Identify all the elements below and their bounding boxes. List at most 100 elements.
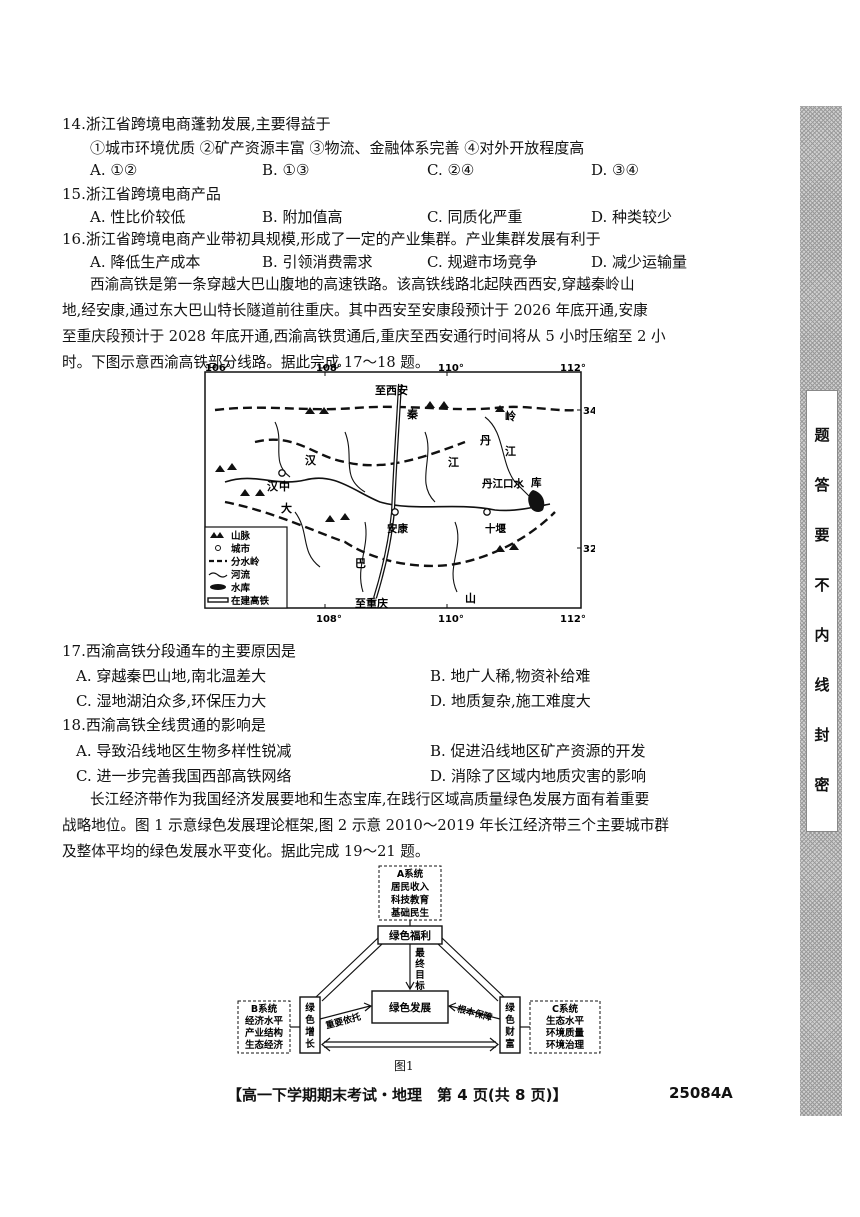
q14-option-d: D. ③④ xyxy=(591,161,639,179)
green-growth-char: 绿 xyxy=(305,1002,315,1014)
watershed-line xyxy=(254,438,466,467)
label-shan: 山 xyxy=(465,591,476,605)
q15-option-c: C. 同质化严重 xyxy=(427,208,523,226)
river xyxy=(294,511,321,568)
map-top-tick: 108° xyxy=(316,363,342,374)
q15-option-d: D. 种类较少 xyxy=(591,208,673,226)
green-wealth-box xyxy=(499,996,521,1054)
map-bottom-tick: 110° xyxy=(438,614,464,625)
watershed-line xyxy=(214,405,578,412)
green-growth-char: 长 xyxy=(305,1038,315,1050)
label-ankang: 安康 xyxy=(387,522,408,535)
green-development-label: 绿色发展 xyxy=(389,1001,431,1014)
city-ankang xyxy=(391,508,399,516)
han-river xyxy=(224,477,551,512)
figure-caption: 图1 xyxy=(394,1059,414,1073)
green-wealth-char: 富 xyxy=(505,1038,515,1050)
q15-stem: 15.浙江省跨境电商产品 xyxy=(62,185,221,203)
q17-option-c: C. 湿地湖泊众多,环保压力大 xyxy=(76,692,267,710)
label-danjiangkou: 丹江口水 xyxy=(482,477,524,490)
label-jiang2: 江 xyxy=(505,444,516,458)
q16-option-c: C. 规避市场竞争 xyxy=(427,253,538,271)
q16-option-d: D. 减少运输量 xyxy=(591,253,688,271)
passage1-line: 西渝高铁是第一条穿越大巴山腹地的高速铁路。该高铁线路北起陕西西安,穿越秦岭山 xyxy=(90,276,635,293)
seal-char: 不 xyxy=(814,576,830,594)
label-jiang: 江 xyxy=(448,455,459,469)
passage-xiyu-railway: 西渝高铁是第一条穿越大巴山腹地的高速铁路。该高铁线路北起陕西西安,穿越秦岭山 地… xyxy=(62,272,742,376)
q18-option-d: D. 消除了区域内地质灾害的影响 xyxy=(430,767,647,785)
legend-label: 河流 xyxy=(231,569,251,581)
label-han: 汉 xyxy=(305,453,317,467)
c-system-item: 环境质量 xyxy=(546,1027,585,1039)
c-system-box xyxy=(529,1000,601,1054)
label-qin: 秦 xyxy=(406,407,419,421)
final-goal-char: 最 xyxy=(415,947,425,959)
seal-char: 线 xyxy=(814,676,830,694)
passage2-line: 长江经济带作为我国经济发展要地和生态宝库,在践行区域高质量绿色发展方面有着重要 xyxy=(90,791,650,808)
river xyxy=(424,431,436,503)
label-ku: 库 xyxy=(531,476,542,489)
legend-label: 山脉 xyxy=(231,530,251,542)
q16-option-a: A. 降低生产成本 xyxy=(90,253,201,271)
final-goal-char: 终 xyxy=(414,958,425,970)
map-top-tick: 106° xyxy=(205,363,231,374)
q17-stem: 17.西渝高铁分段通车的主要原因是 xyxy=(62,642,296,660)
legend-label: 在建高铁 xyxy=(231,595,270,607)
label-hanzhong-1: 汉 xyxy=(267,479,279,493)
green-growth-box xyxy=(299,996,321,1054)
q18-option-a: A. 导致沿线地区生物多样性锐减 xyxy=(76,742,292,760)
q17-option-d: D. 地质复杂,施工难度大 xyxy=(430,692,591,710)
label-shiyan: 十堰 xyxy=(485,522,506,535)
label-dan: 丹 xyxy=(480,434,491,447)
passage1-line: 时。下图示意西渝高铁部分线路。据此完成 17～18 题。 xyxy=(62,354,430,371)
passage1-line: 至重庆段预计于 2028 年底开通,西渝高铁贯通后,重庆至西安通行时间将从 5 … xyxy=(62,328,666,345)
c-system-item: 生态水平 xyxy=(546,1015,585,1027)
river-icon xyxy=(208,572,228,578)
final-goal-char: 目 xyxy=(415,970,425,981)
river xyxy=(360,521,367,593)
green-wealth-char: 财 xyxy=(504,1026,515,1038)
river xyxy=(344,431,366,493)
city-shiyan xyxy=(483,508,491,516)
label-da: 大 xyxy=(281,501,292,515)
label-to-xian: 至西安 xyxy=(375,383,408,397)
important-support-label: 重要依托 xyxy=(324,1011,362,1032)
railway-line-outer xyxy=(373,383,402,599)
seal-char: 内 xyxy=(814,626,830,644)
q18-option-b: B. 促进沿线地区矿产资源的开发 xyxy=(430,742,646,760)
green-growth-char: 色 xyxy=(305,1014,315,1026)
seal-char: 答 xyxy=(814,476,830,494)
mountain-symbols xyxy=(215,401,519,552)
passage2-line: 及整体平均的绿色发展水平变化。据此完成 19～21 题。 xyxy=(62,843,430,860)
map-bottom-tick: 112° xyxy=(560,614,586,625)
a-system-item: 科技教育 xyxy=(391,894,430,906)
label-hanzhong-2: 中 xyxy=(279,479,290,493)
green-wealth-char: 绿 xyxy=(505,1002,515,1014)
q18-stem: 18.西渝高铁全线贯通的影响是 xyxy=(62,716,266,734)
railway-map: 106° 108° 110° 112° 108° 110° 112° 34° 3… xyxy=(204,363,595,625)
map-bottom-tick: 108° xyxy=(316,614,342,625)
c-system-item: 环境治理 xyxy=(546,1039,585,1051)
a-system-box xyxy=(378,865,442,921)
river xyxy=(452,521,459,593)
q17-option-a: A. 穿越秦巴山地,南北温差大 xyxy=(76,667,267,685)
seal-char: 密 xyxy=(814,776,830,794)
q15-option-b: B. 附加值高 xyxy=(262,208,343,226)
green-growth-char: 增 xyxy=(305,1026,315,1038)
paper-code: 25084A xyxy=(669,1084,733,1102)
q16-option-b: B. 引领消费需求 xyxy=(262,253,373,271)
map-lat-tick: 32° xyxy=(583,544,595,555)
passage2-line: 战略地位。图 1 示意绿色发展理论框架,图 2 示意 2010～2019 年长江… xyxy=(62,817,669,834)
q18-option-c: C. 进一步完善我国西部高铁网络 xyxy=(76,767,292,785)
a-system-title: A系统 xyxy=(397,868,424,880)
a-system-item: 居民收入 xyxy=(391,881,430,893)
q16-stem: 16.浙江省跨境电商产业带初具规模,形成了一定的产业集群。产业集群发展有利于 xyxy=(62,230,601,248)
legend-label: 城市 xyxy=(231,543,251,555)
a-system-item: 基础民生 xyxy=(390,907,430,919)
city-hanzhong xyxy=(278,469,286,477)
q14-stem: 14.浙江省跨境电商蓬勃发展,主要得益于 xyxy=(62,115,331,133)
passage-yangtze-belt: 长江经济带作为我国经济发展要地和生态宝库,在践行区域高质量绿色发展方面有着重要 … xyxy=(62,787,742,865)
city-icon xyxy=(215,545,221,551)
label-to-chongqing: 至重庆 xyxy=(355,596,388,610)
b-system-item: 生态经济 xyxy=(245,1039,284,1051)
